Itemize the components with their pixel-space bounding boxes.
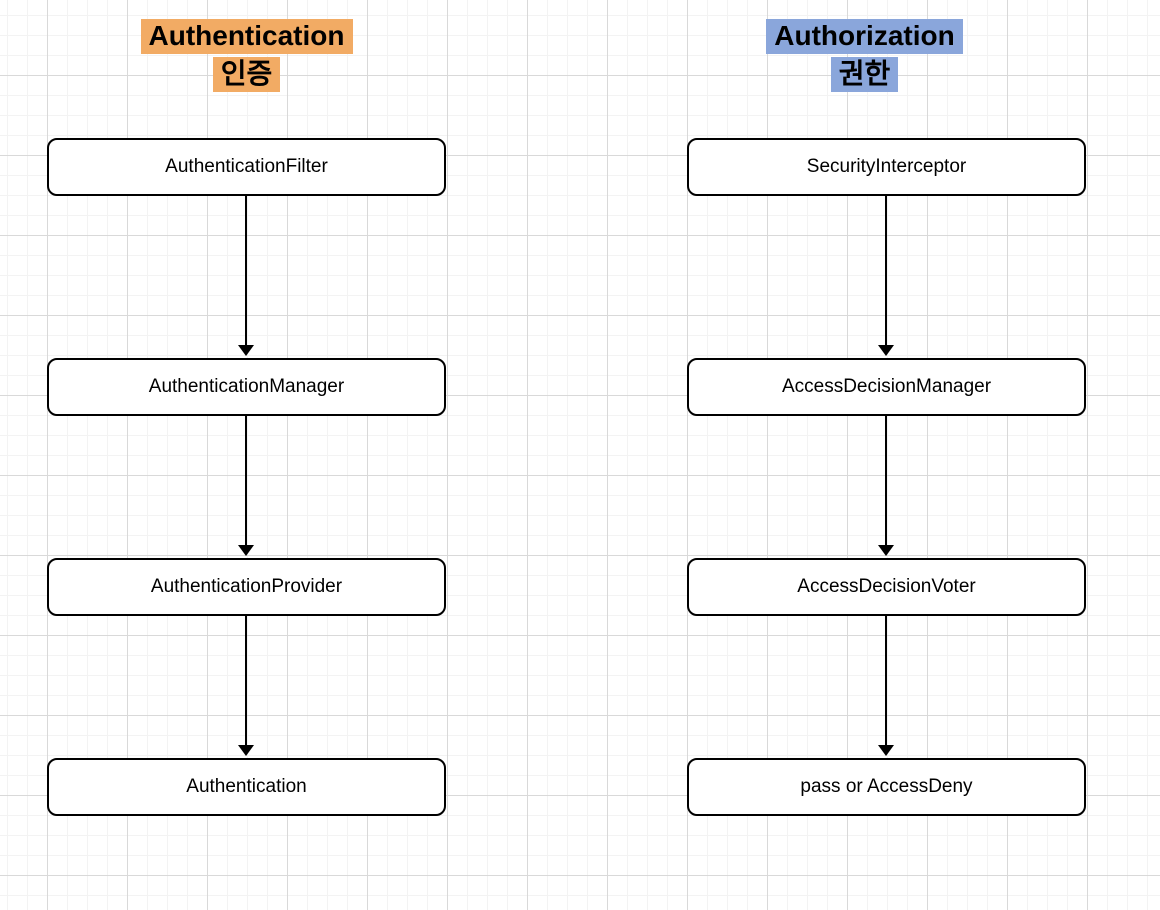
node-access-decision-manager: AccessDecisionManager (687, 358, 1086, 416)
node-security-interceptor: SecurityInterceptor (687, 138, 1086, 196)
arrow-down-icon (238, 616, 254, 756)
node-authentication-manager: AuthenticationManager (47, 358, 446, 416)
column-header-authentication: Authentication 인증 (47, 19, 446, 93)
node-authentication-filter: AuthenticationFilter (47, 138, 446, 196)
node-authentication-provider: AuthenticationProvider (47, 558, 446, 616)
authentication-subtitle-korean: 인증 (212, 57, 281, 93)
arrow-down-icon (878, 616, 894, 756)
arrow-down-icon (238, 416, 254, 556)
column-header-authorization: Authorization 권한 (665, 19, 1064, 93)
authorization-title: Authorization (766, 19, 963, 55)
node-pass-or-access-deny: pass or AccessDeny (687, 758, 1086, 816)
authentication-title: Authentication (140, 19, 353, 55)
authorization-subtitle-korean: 권한 (830, 57, 899, 93)
arrow-down-icon (878, 196, 894, 356)
node-authentication: Authentication (47, 758, 446, 816)
arrow-down-icon (238, 196, 254, 356)
arrow-down-icon (878, 416, 894, 556)
node-access-decision-voter: AccessDecisionVoter (687, 558, 1086, 616)
